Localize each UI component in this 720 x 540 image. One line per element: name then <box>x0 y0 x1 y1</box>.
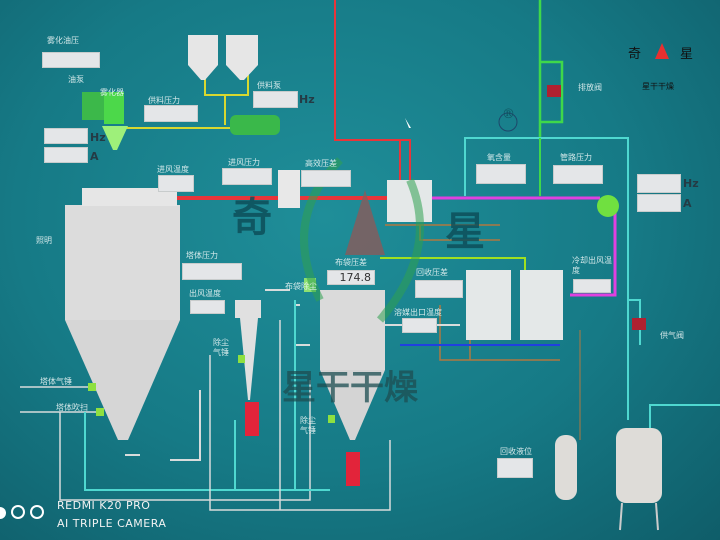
cyclone-icon <box>235 300 261 318</box>
watermark-arrow-icon <box>345 190 385 255</box>
storage-tank-icon <box>616 428 662 503</box>
outlet-temp-label: 出风温度 <box>189 289 221 298</box>
cooler-icon <box>520 270 563 340</box>
inlet-temp-label: 进风温度 <box>157 165 189 174</box>
watermark-left: 奇 <box>232 194 272 241</box>
fan-icon[interactable] <box>597 195 619 217</box>
feed-pressure-value <box>144 105 198 122</box>
cool-outlet-temp-label: 冷却出风温度 <box>572 256 612 275</box>
registered-mark: ® <box>502 107 515 122</box>
oil-pump-hz-unit: Hz <box>90 131 106 144</box>
oil-pump-a-unit: A <box>90 150 99 163</box>
recovery-level-label: 回收液位 <box>500 447 532 456</box>
silo-icon <box>226 35 258 80</box>
feed-pump-hz-unit: Hz <box>299 93 315 106</box>
pipe-pressure-label: 管路压力 <box>560 153 592 162</box>
recovery-dp-value <box>415 280 463 298</box>
feed-pump-icon[interactable] <box>230 115 280 135</box>
tower-purge-label: 塔体吹扫 <box>56 403 88 412</box>
feed-pressure-label: 供料压力 <box>148 96 180 105</box>
lighting-label[interactable]: 照明 <box>36 236 52 245</box>
tower-pressure-label: 塔体压力 <box>186 251 218 260</box>
atomize-oil-pressure-value <box>42 52 100 68</box>
fan-hz-unit: Hz <box>683 177 699 190</box>
fan-frequency[interactable] <box>637 174 681 193</box>
inlet-pressure-label: 进风压力 <box>228 158 260 167</box>
inlet-temp-value <box>158 175 194 192</box>
discharge-valve-label: 排放阀 <box>578 83 602 92</box>
bag-filter-icon <box>320 290 385 370</box>
dust-hammer-1-label: 除尘气锤 <box>213 338 229 357</box>
tower-hammer-label: 塔体气锤 <box>40 377 72 386</box>
camera-subtitle-text: AI TRIPLE CAMERA <box>57 517 167 530</box>
oil-pump-icon[interactable] <box>82 92 104 120</box>
inlet-pressure-value <box>222 168 272 185</box>
atomize-oil-pressure-label: 雾化油压 <box>47 36 79 45</box>
supply-valve-icon[interactable] <box>632 318 646 330</box>
rotary-valve-icon[interactable] <box>245 402 259 436</box>
solvent-outlet-temp-value <box>402 318 437 333</box>
tower-pressure-value <box>182 263 242 280</box>
company-logo: 奇 星 星干干燥 <box>620 25 700 95</box>
drying-tower-icon <box>65 205 180 320</box>
solvent-outlet-temp-label: 溶媒出口温度 <box>394 308 442 317</box>
oil-pump-label: 油泵 <box>68 75 84 84</box>
recovery-tank-icon <box>555 435 577 500</box>
cursor-icon <box>405 118 411 128</box>
camera-dots-icon <box>0 504 45 523</box>
recovery-level-value <box>497 458 533 478</box>
supply-valve-label: 供气阀 <box>660 331 684 340</box>
atomizer-label: 雾化器 <box>100 88 124 97</box>
oil-pump-current <box>44 147 88 163</box>
oxygen-value <box>476 164 526 184</box>
bag-dp-label: 布袋压差 <box>335 258 367 267</box>
cooler-icon <box>466 270 511 340</box>
oxygen-label: 氧含量 <box>487 153 511 162</box>
bag-dp-value: 174.8 <box>327 270 375 285</box>
cool-outlet-temp-value <box>573 279 611 293</box>
bag-filter-label: 布袋除尘 <box>285 282 317 291</box>
atomizer-icon[interactable] <box>104 92 124 124</box>
oil-pump-frequency[interactable] <box>44 128 88 144</box>
silo-icon <box>188 35 218 80</box>
fan-current <box>637 194 681 212</box>
watermark-brand: 星干干燥 <box>282 368 418 408</box>
feed-pump-frequency[interactable] <box>253 91 298 108</box>
recovery-dp-label: 回收压差 <box>416 268 448 277</box>
fan-a-unit: A <box>683 197 692 210</box>
dust-hammer-2-label: 除尘气锤 <box>300 416 316 435</box>
feed-pump-label: 供料泵 <box>257 81 281 90</box>
hepa-pressure-value <box>301 170 351 187</box>
outlet-temp-value <box>190 300 225 314</box>
hepa-pressure-label: 高效压差 <box>305 159 337 168</box>
discharge-valve-icon[interactable] <box>547 85 561 97</box>
rotary-valve-icon[interactable] <box>346 452 360 486</box>
heater-icon <box>278 170 300 208</box>
watermark-right: 星 <box>445 208 485 255</box>
pipe-pressure-value <box>553 165 603 184</box>
camera-model-text: REDMI K20 PRO <box>57 499 151 512</box>
